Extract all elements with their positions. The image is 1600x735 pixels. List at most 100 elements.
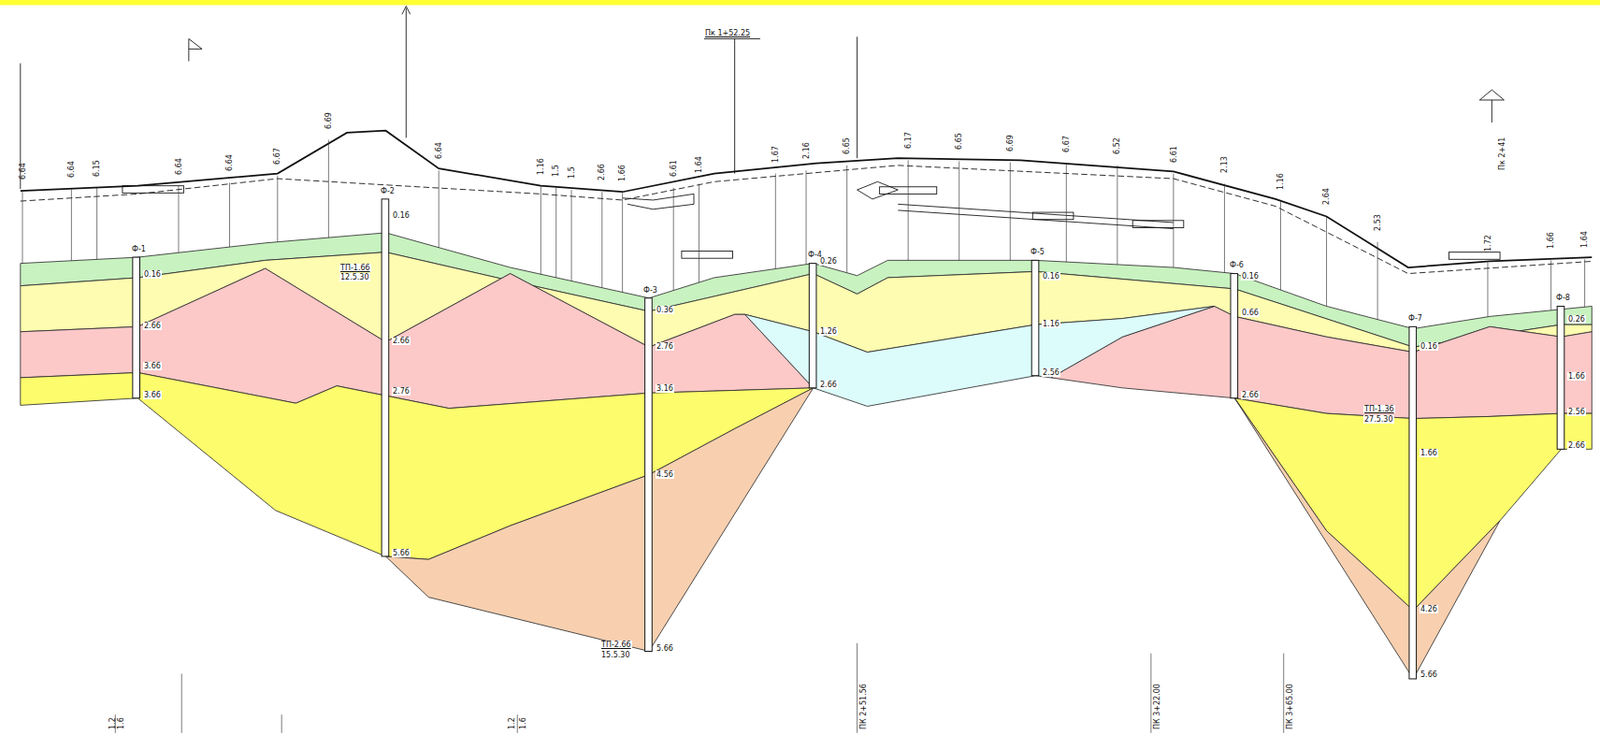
picket-tick [22,190,24,263]
depth-label: 27.5.30 [1363,415,1395,424]
picket-tick [1280,201,1282,290]
station-value: 2.16 [802,141,811,160]
depth-label: Ф-3 [642,286,659,295]
depth-label: 4.56 [655,470,675,479]
station-value: 1.6 [116,716,126,731]
boreholes [132,199,1565,679]
station-value: 1.5 [551,163,561,178]
picket-tick [571,189,573,281]
station-value: 1.16 [536,157,546,176]
depth-label: 3.66 [143,390,162,400]
depth-label: Ф-2 [379,187,396,196]
depth-label: 1.66 [1567,372,1586,381]
picket-tick [1009,162,1011,261]
station-value: 6.64 [434,141,444,160]
picket-tick [1584,259,1586,307]
station-value: 1.66 [618,163,627,183]
depth-label: Ф-5 [1029,247,1046,257]
depth-label: 2.66 [1567,441,1586,450]
depth-label: 0.16 [1041,272,1061,281]
depth-label: Ф-1 [130,245,147,254]
station-value: 1.5 [567,165,577,180]
depth-label: 2.76 [391,387,411,396]
depth-label: 3.16 [655,384,675,393]
station-value: 1.67 [771,144,780,164]
depth-label: 1.26 [819,327,838,336]
station-value: 2.53 [1373,213,1383,232]
gravel-layer [1234,398,1500,679]
station-value: 6.64 [174,157,184,176]
picket-ticks [22,140,1586,320]
depth-label: 2.66 [819,380,838,390]
station-value: ПК 3+22.00 [1153,682,1162,731]
design-line [20,165,1592,274]
picket-tick [775,173,777,270]
station-value: 1.16 [1276,172,1285,191]
depth-label: 15.5.30 [600,650,632,660]
picket-tick [540,186,542,275]
picket-tick [555,187,557,278]
picket-tick [1550,259,1552,310]
station-value: 6.69 [1006,133,1015,153]
station-value: 1.64 [694,155,704,174]
depth-label: 2.66 [1240,390,1260,400]
picket-tick [621,192,623,292]
station-value: 6.64 [225,153,234,173]
depth-label: Пк 1+52.25 [704,28,751,38]
station-value: 1.2 [507,716,517,731]
picket-tick [328,140,330,239]
station-value: 1.64 [1580,230,1589,249]
depth-label: Ф-7 [1407,314,1424,323]
station-value: ПК 3+65.00 [1285,682,1295,731]
picket-tick [673,187,675,291]
station-value: 6.69 [324,111,333,130]
station-value: 6.61 [669,158,678,178]
depth-label: 4.26 [1419,605,1439,614]
station-value: 6.61 [1169,144,1179,164]
bottom-ticks [115,643,1283,734]
station-value: 6.64 [67,159,76,179]
depth-label: 0.16 [143,270,162,279]
station-value: 6.64 [18,161,28,181]
picket-tick [1377,242,1379,320]
picket-tick [698,184,700,284]
station-value: ПК 2+51.56 [859,682,868,731]
picket-tick [276,175,278,243]
picket-tick [846,165,848,274]
station-value: 6.15 [92,158,101,178]
station-value: 6.17 [904,130,913,150]
picket-tick [1486,262,1488,318]
station-value: 6.65 [954,131,964,151]
depth-label: 2.56 [1041,368,1061,377]
picket-tick [1326,216,1327,306]
depth-label: 0.26 [1567,315,1586,324]
depth-label: 1.16 [1041,319,1061,329]
station-value: 6.52 [1112,136,1122,156]
depth-label: 0.26 [819,257,838,266]
depth-label: ТП-1.66 [339,263,372,273]
depth-label: 0.16 [1419,342,1439,351]
picket-tick [1224,184,1226,274]
station-value: 1.6 [518,716,528,731]
top-bar [0,0,1600,5]
depth-label: 5.66 [655,644,675,653]
picket-tick [438,170,440,247]
depth-label: 3.66 [143,361,162,371]
depth-label: 5.66 [1419,670,1439,679]
station-value: 6.67 [273,146,282,166]
station-value: 1.72 [1484,233,1493,253]
station-value: 1.2 [108,716,117,731]
depth-label: 0.16 [1240,272,1260,281]
depth-label: 2.66 [391,336,411,346]
station-value: 1.66 [1546,230,1556,250]
depth-label: 12.5.30 [339,273,371,282]
picket-tick [177,186,179,254]
depth-label: 2.66 [143,321,162,331]
picket-tick [1066,163,1067,262]
picket-tick [908,159,909,260]
depth-label: ТП-2.66 [600,640,633,649]
depth-label: 1.66 [1419,448,1439,458]
station-value: 2.64 [1322,187,1331,206]
